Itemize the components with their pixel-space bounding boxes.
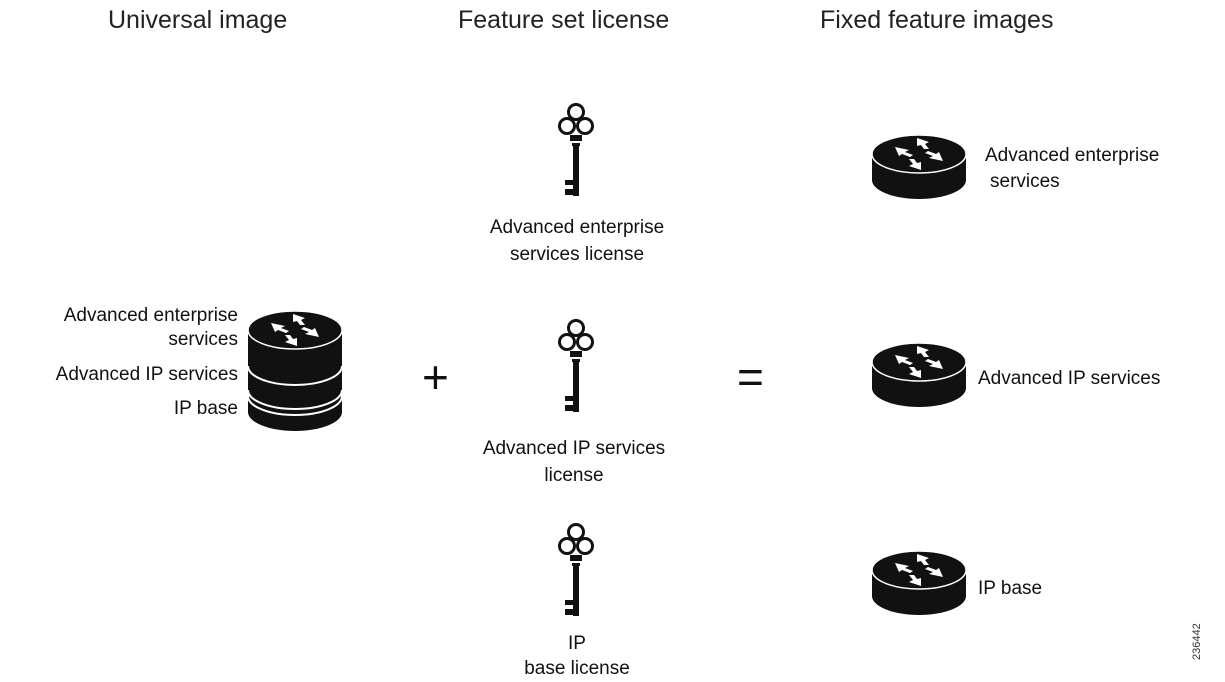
fixed-image-label-1-line2: services — [990, 171, 1060, 192]
license-label-2-line2: license — [544, 465, 604, 486]
fixed-image-label-3: IP base — [978, 578, 1043, 599]
figure-id: 236442 — [1191, 623, 1203, 660]
license-label-3-line1: IP — [568, 633, 586, 654]
license-label-1-line1: Advanced enterprise — [489, 217, 665, 238]
router-icon — [871, 134, 967, 199]
license-label-2-line1: Advanced IP services — [482, 438, 666, 459]
header-fixed-feature-images: Fixed feature images — [820, 6, 1054, 34]
universal-layer-label-4: IP base — [173, 398, 238, 419]
router-icon — [871, 550, 967, 615]
header-universal-image: Universal image — [108, 6, 288, 34]
router-icon — [871, 342, 967, 407]
key-icon — [558, 319, 594, 414]
universal-layer-label-3: Advanced IP services — [55, 364, 238, 385]
universal-layer-label-2: services — [168, 329, 238, 350]
key-icon — [558, 103, 594, 198]
header-feature-set-license: Feature set license — [458, 6, 670, 34]
license-label-3-line2: base license — [524, 658, 630, 679]
plus-sign: + — [422, 351, 449, 403]
stacked-router-icon — [247, 310, 343, 431]
key-icon — [558, 523, 594, 618]
equals-sign: = — [737, 351, 764, 403]
fixed-image-label-1-line1: Advanced enterprise — [985, 145, 1160, 166]
license-label-1-line2: services license — [509, 244, 645, 265]
universal-layer-label-1: Advanced enterprise — [63, 305, 238, 326]
fixed-image-label-2: Advanced IP services — [978, 368, 1161, 389]
